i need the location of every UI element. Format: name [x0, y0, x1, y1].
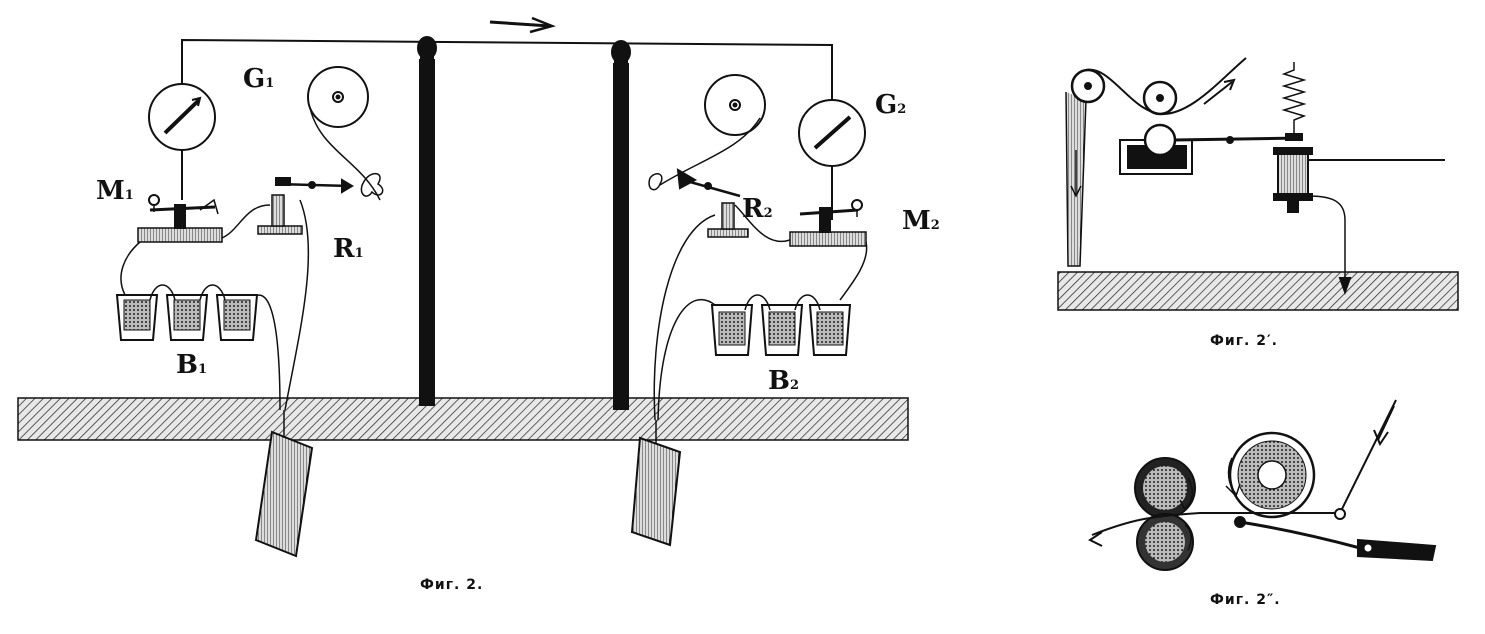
printing-wheel [1143, 123, 1177, 157]
spring [1281, 62, 1307, 136]
earth-plate-left [254, 410, 314, 558]
pole-left [417, 36, 437, 406]
label-b1: B1 [176, 350, 208, 380]
label-m1: M1 [96, 176, 134, 206]
figure-2a [1057, 57, 1459, 311]
wire-relay-ground-right [653, 214, 716, 421]
relay-r1 [257, 177, 354, 235]
battery-b2 [710, 294, 852, 356]
telegraph-key-m1 [137, 194, 223, 243]
ground-hatch-2a [1057, 271, 1459, 311]
caption-figure-2b: Фиг. 2″. [1210, 592, 1281, 608]
label-r2: R2 [742, 194, 773, 224]
label-g2: G2 [875, 90, 907, 120]
label-m2: M2 [902, 206, 940, 236]
label-b2: B2 [768, 366, 800, 396]
battery-b1 [115, 284, 259, 341]
wire-m1-relay [221, 204, 271, 239]
caption-figure-2a: Фиг. 2′. [1210, 333, 1278, 349]
arrow-right-icon [489, 16, 556, 34]
hammer-lever [1239, 520, 1361, 550]
caption-figure-main: Фиг. 2. [420, 577, 484, 593]
tape-reel-left [307, 66, 384, 201]
wire-m1-battery [120, 241, 141, 296]
galvanometer-g1 [148, 83, 216, 200]
label-r1: R1 [333, 234, 364, 264]
wire-battery-ground-right [657, 299, 716, 421]
ground-hatch [17, 397, 909, 441]
galvanometer-g2 [798, 99, 866, 220]
wire-m2-battery [839, 241, 868, 301]
wire-m2-relay [734, 204, 791, 243]
figure-main [17, 16, 909, 558]
pole-right [611, 40, 631, 410]
telegraph-key-m2 [789, 199, 867, 247]
wire-relay-ground-left [284, 199, 310, 411]
figure-2b [1088, 399, 1437, 571]
tape-reel-right [648, 74, 766, 191]
electromagnet [1273, 147, 1313, 213]
earth-plate-right [630, 420, 682, 547]
relay-r2 [676, 168, 749, 238]
label-g1: G1 [243, 64, 275, 94]
